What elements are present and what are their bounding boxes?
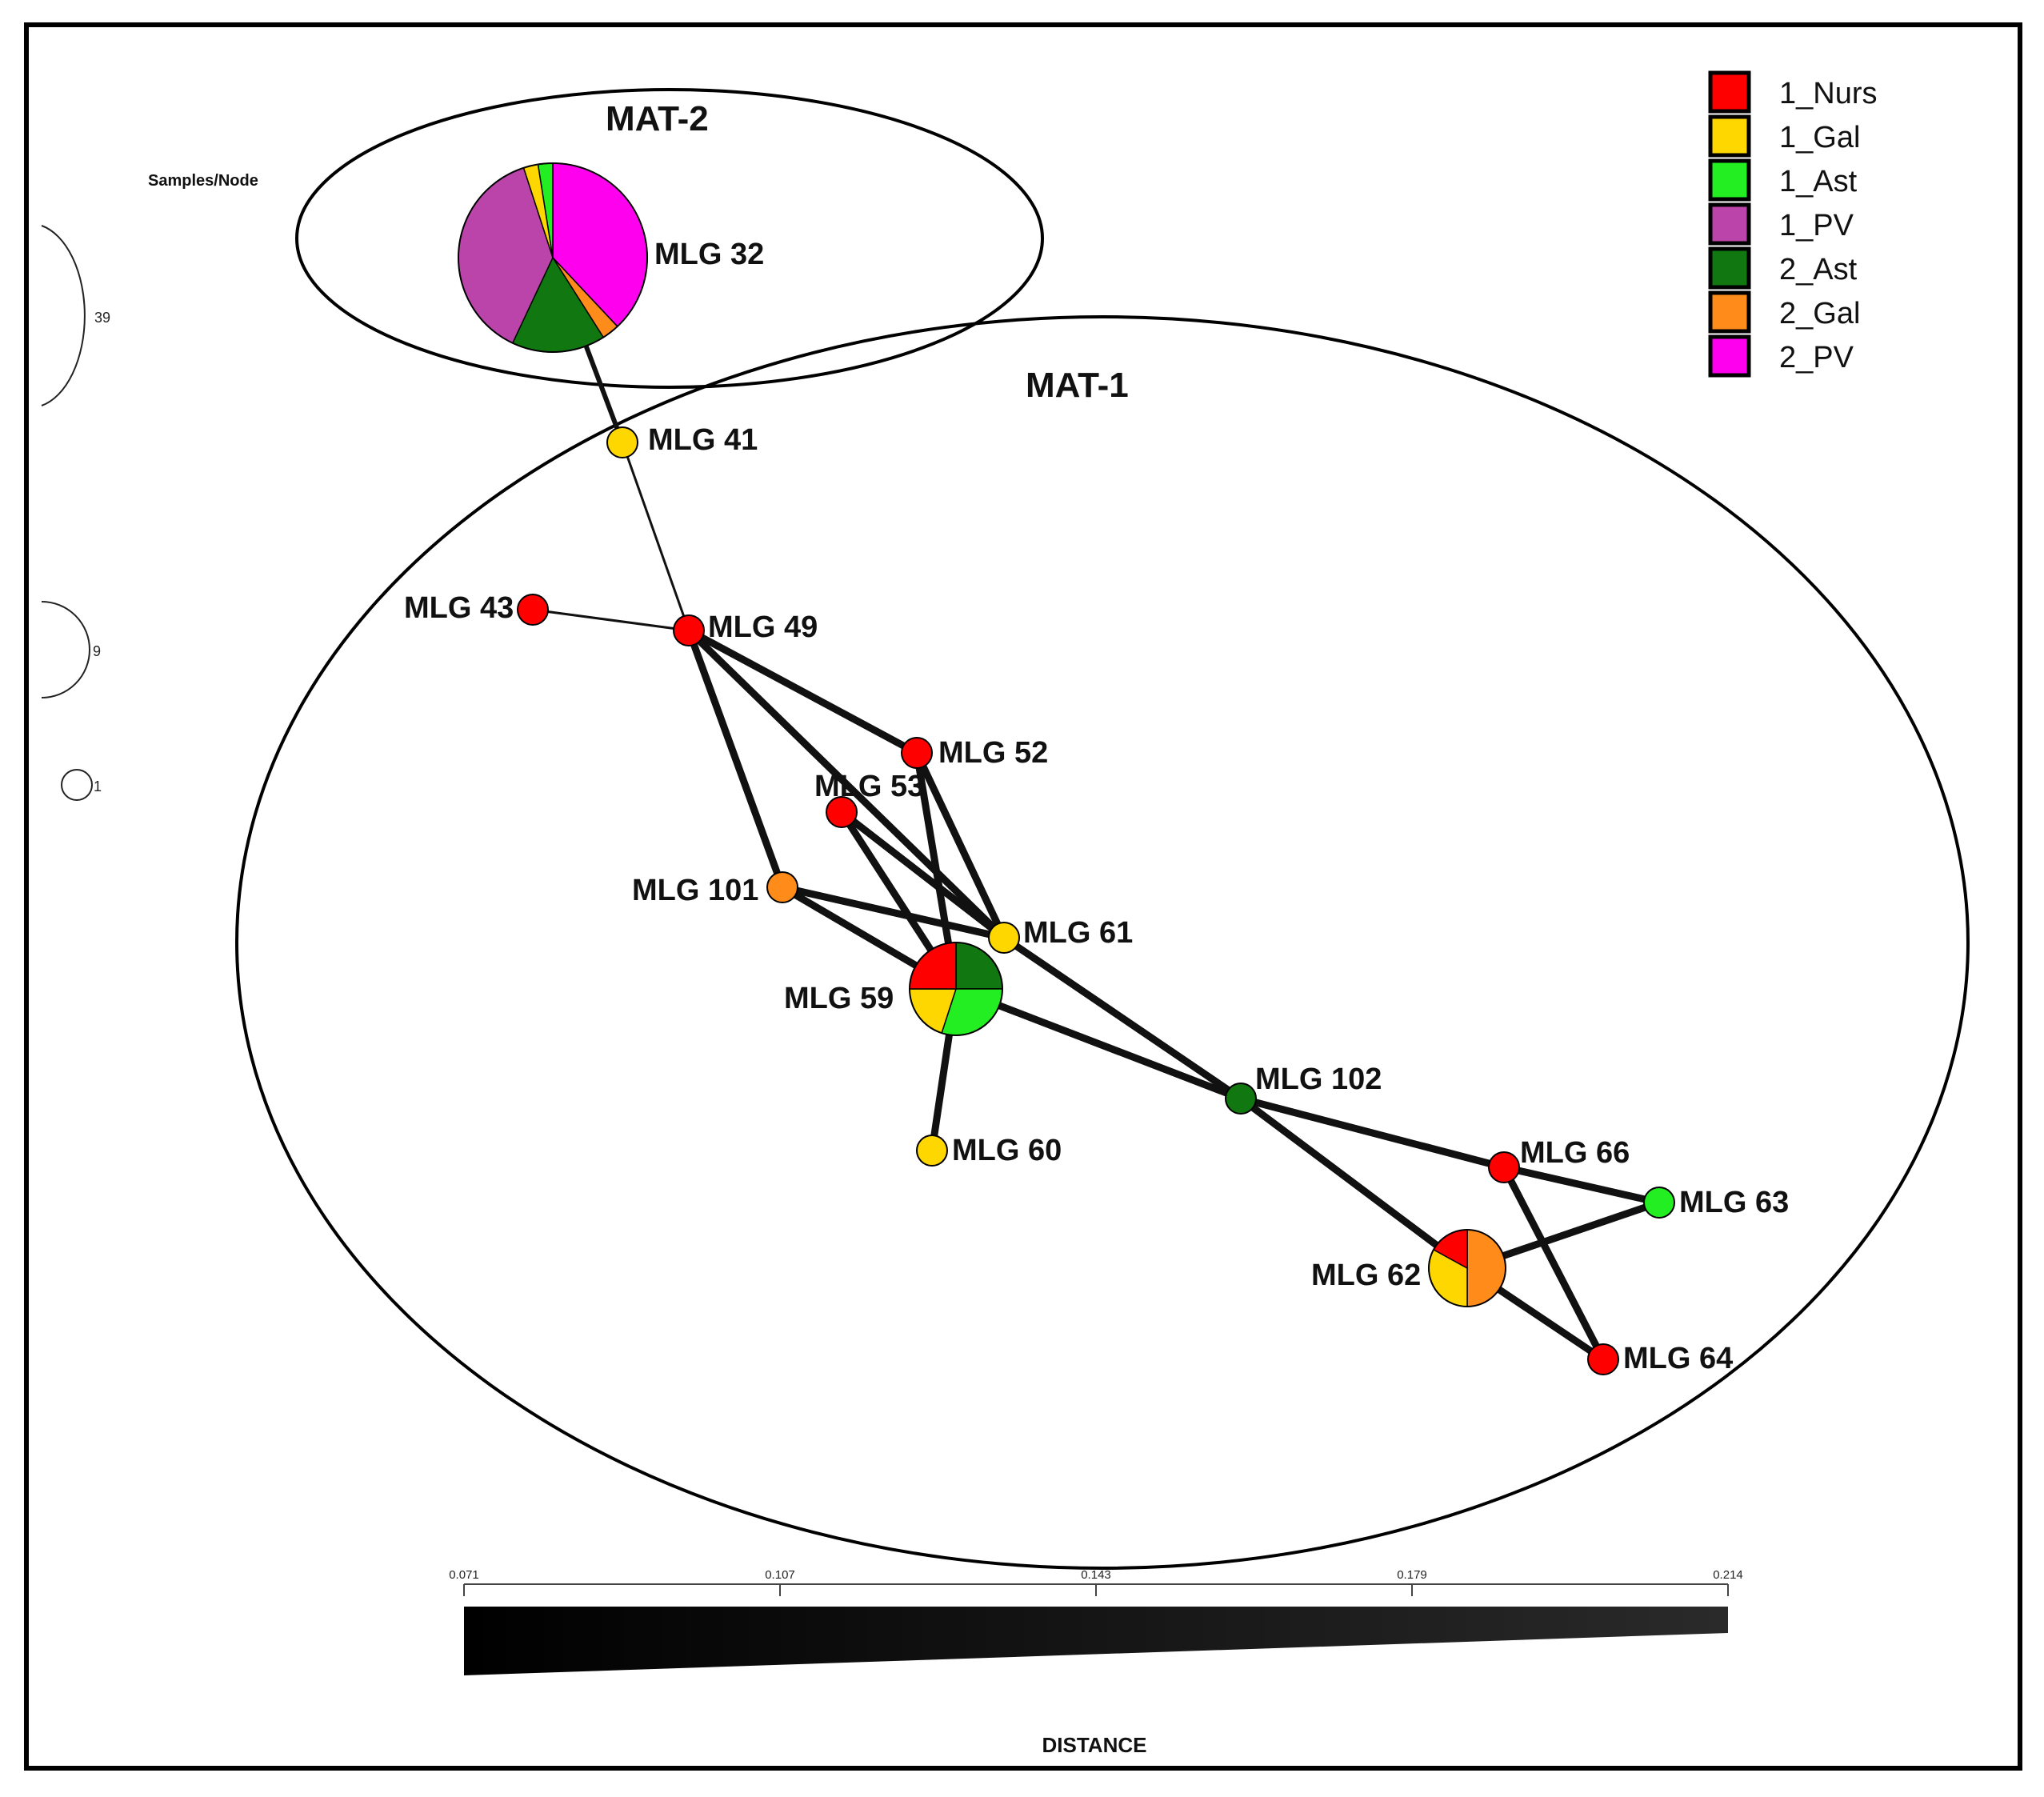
node-circle [1643, 1187, 1675, 1219]
node-label: MLG 61 [1023, 916, 1133, 950]
samples-per-node-key: Samples/Node 39 9 1 [41, 172, 258, 801]
mat1-ellipse [235, 315, 1970, 1570]
node-label: MLG 60 [952, 1134, 1062, 1167]
legend-label-1-gal: 1_Gal [1779, 121, 1860, 154]
node-label: MLG 101 [632, 874, 758, 907]
legend-label-1-pv: 1_PV [1779, 209, 1854, 242]
legend-label-2-gal: 2_Gal [1779, 297, 1860, 330]
node-label: MLG 52 [938, 736, 1048, 770]
node: MLG 62 [1311, 1229, 1506, 1307]
legend-label-1-ast: 1_Ast [1779, 165, 1858, 198]
node-circle [901, 737, 933, 769]
node-label: MLG 64 [1623, 1342, 1733, 1375]
edge [1237, 1095, 1508, 1171]
node-circle [1587, 1343, 1619, 1375]
mat2-ellipse [295, 88, 1044, 389]
node: MLG 32 [458, 162, 764, 353]
node-label: MLG 43 [404, 591, 514, 625]
legend-label-1-nurs: 1_Nurs [1779, 77, 1878, 110]
group-label-mat2: MAT-2 [606, 99, 709, 138]
legend-swatch-1-gal [1708, 114, 1751, 158]
edge [1000, 934, 1245, 1103]
node-label: MLG 63 [1679, 1186, 1789, 1219]
scale-tick-label: 0.107 [765, 1568, 795, 1582]
edge [1500, 1163, 1607, 1363]
node-circle [517, 594, 549, 626]
edge [685, 626, 786, 891]
node: MLG 43 [404, 591, 549, 626]
node: MLG 61 [988, 916, 1133, 954]
size-label-medium: 9 [93, 643, 101, 659]
edge [1237, 1095, 1471, 1272]
legend-label-2-ast: 2_Ast [1779, 253, 1858, 286]
scale-tick-label: 0.071 [449, 1568, 479, 1582]
node: MLG 53 [814, 770, 924, 828]
node: MLG 66 [1488, 1136, 1630, 1183]
node: MLG 41 [606, 423, 758, 458]
node-circle [1488, 1151, 1520, 1183]
size-circle-large [41, 225, 86, 406]
legend: 1_Nurs 1_Gal 1_Ast 1_PV 2_Ast 2_Gal 2_PV [1708, 70, 1878, 378]
legend-label-2-pv: 2_PV [1779, 341, 1854, 374]
node-circle [988, 922, 1020, 954]
edge [1500, 1163, 1663, 1207]
node: MLG 52 [901, 736, 1048, 770]
group-label-mat1: MAT-1 [1026, 366, 1129, 405]
node: MLG 60 [916, 1134, 1062, 1167]
node: MLG 101 [632, 871, 798, 907]
scale-tick-label: 0.143 [1081, 1568, 1111, 1582]
legend-swatch-1-pv [1708, 202, 1751, 246]
node-label: MLG 62 [1311, 1259, 1421, 1292]
node-circle [673, 614, 705, 646]
size-label-small: 1 [94, 778, 102, 794]
size-circle-medium [41, 601, 90, 698]
node-circle [826, 796, 858, 828]
edge [685, 626, 921, 757]
edge [952, 985, 1245, 1103]
node-label: MLG 102 [1255, 1063, 1382, 1096]
edge [531, 608, 690, 632]
legend-swatch-1-nurs [1708, 70, 1751, 114]
legend-swatch-2-ast [1708, 246, 1751, 290]
distance-scale: 0.071 0.107 0.143 0.179 0.214 DISTANCE [449, 1568, 1743, 1757]
edge [778, 883, 1008, 942]
node: MLG 63 [1643, 1186, 1789, 1219]
node-outline [1428, 1229, 1506, 1307]
node-label: MLG 59 [784, 982, 894, 1015]
node-circle [766, 871, 798, 903]
scale-tick-label: 0.214 [1713, 1568, 1743, 1582]
node-label: MLG 41 [648, 423, 758, 457]
node-outline [458, 162, 648, 353]
nodes-layer: MLG 32 MLG 41 MLG 43 MLG 49 MLG 52 MLG 53 MLG … [404, 162, 1789, 1375]
edge [838, 808, 1008, 942]
edge [621, 441, 690, 632]
edge [913, 749, 1008, 942]
node-circle [916, 1135, 948, 1167]
figure-frame [24, 22, 2022, 1771]
edge [685, 626, 1008, 942]
legend-swatch-2-gal [1708, 290, 1751, 334]
samples-per-node-title: Samples/Node [148, 172, 258, 190]
distance-wedge [464, 1607, 1728, 1675]
node: MLG 102 [1225, 1063, 1382, 1115]
node-label: MLG 66 [1520, 1136, 1630, 1170]
node-label: MLG 49 [708, 610, 818, 644]
node: MLG 49 [673, 610, 818, 646]
legend-swatch-2-pv [1708, 334, 1751, 378]
node: MLG 64 [1587, 1342, 1733, 1375]
legend-swatch-1-ast [1708, 158, 1751, 202]
distance-title: DISTANCE [1042, 1733, 1147, 1757]
node: MLG 59 [784, 942, 1003, 1036]
node-circle [606, 426, 638, 458]
scale-tick-label: 0.179 [1397, 1568, 1427, 1582]
size-label-large: 39 [94, 310, 110, 326]
node-outline [909, 942, 1003, 1036]
node-label: MLG 32 [654, 238, 764, 271]
node-circle [1225, 1083, 1257, 1115]
size-circle-small [61, 769, 93, 801]
node-label: MLG 53 [814, 770, 924, 803]
